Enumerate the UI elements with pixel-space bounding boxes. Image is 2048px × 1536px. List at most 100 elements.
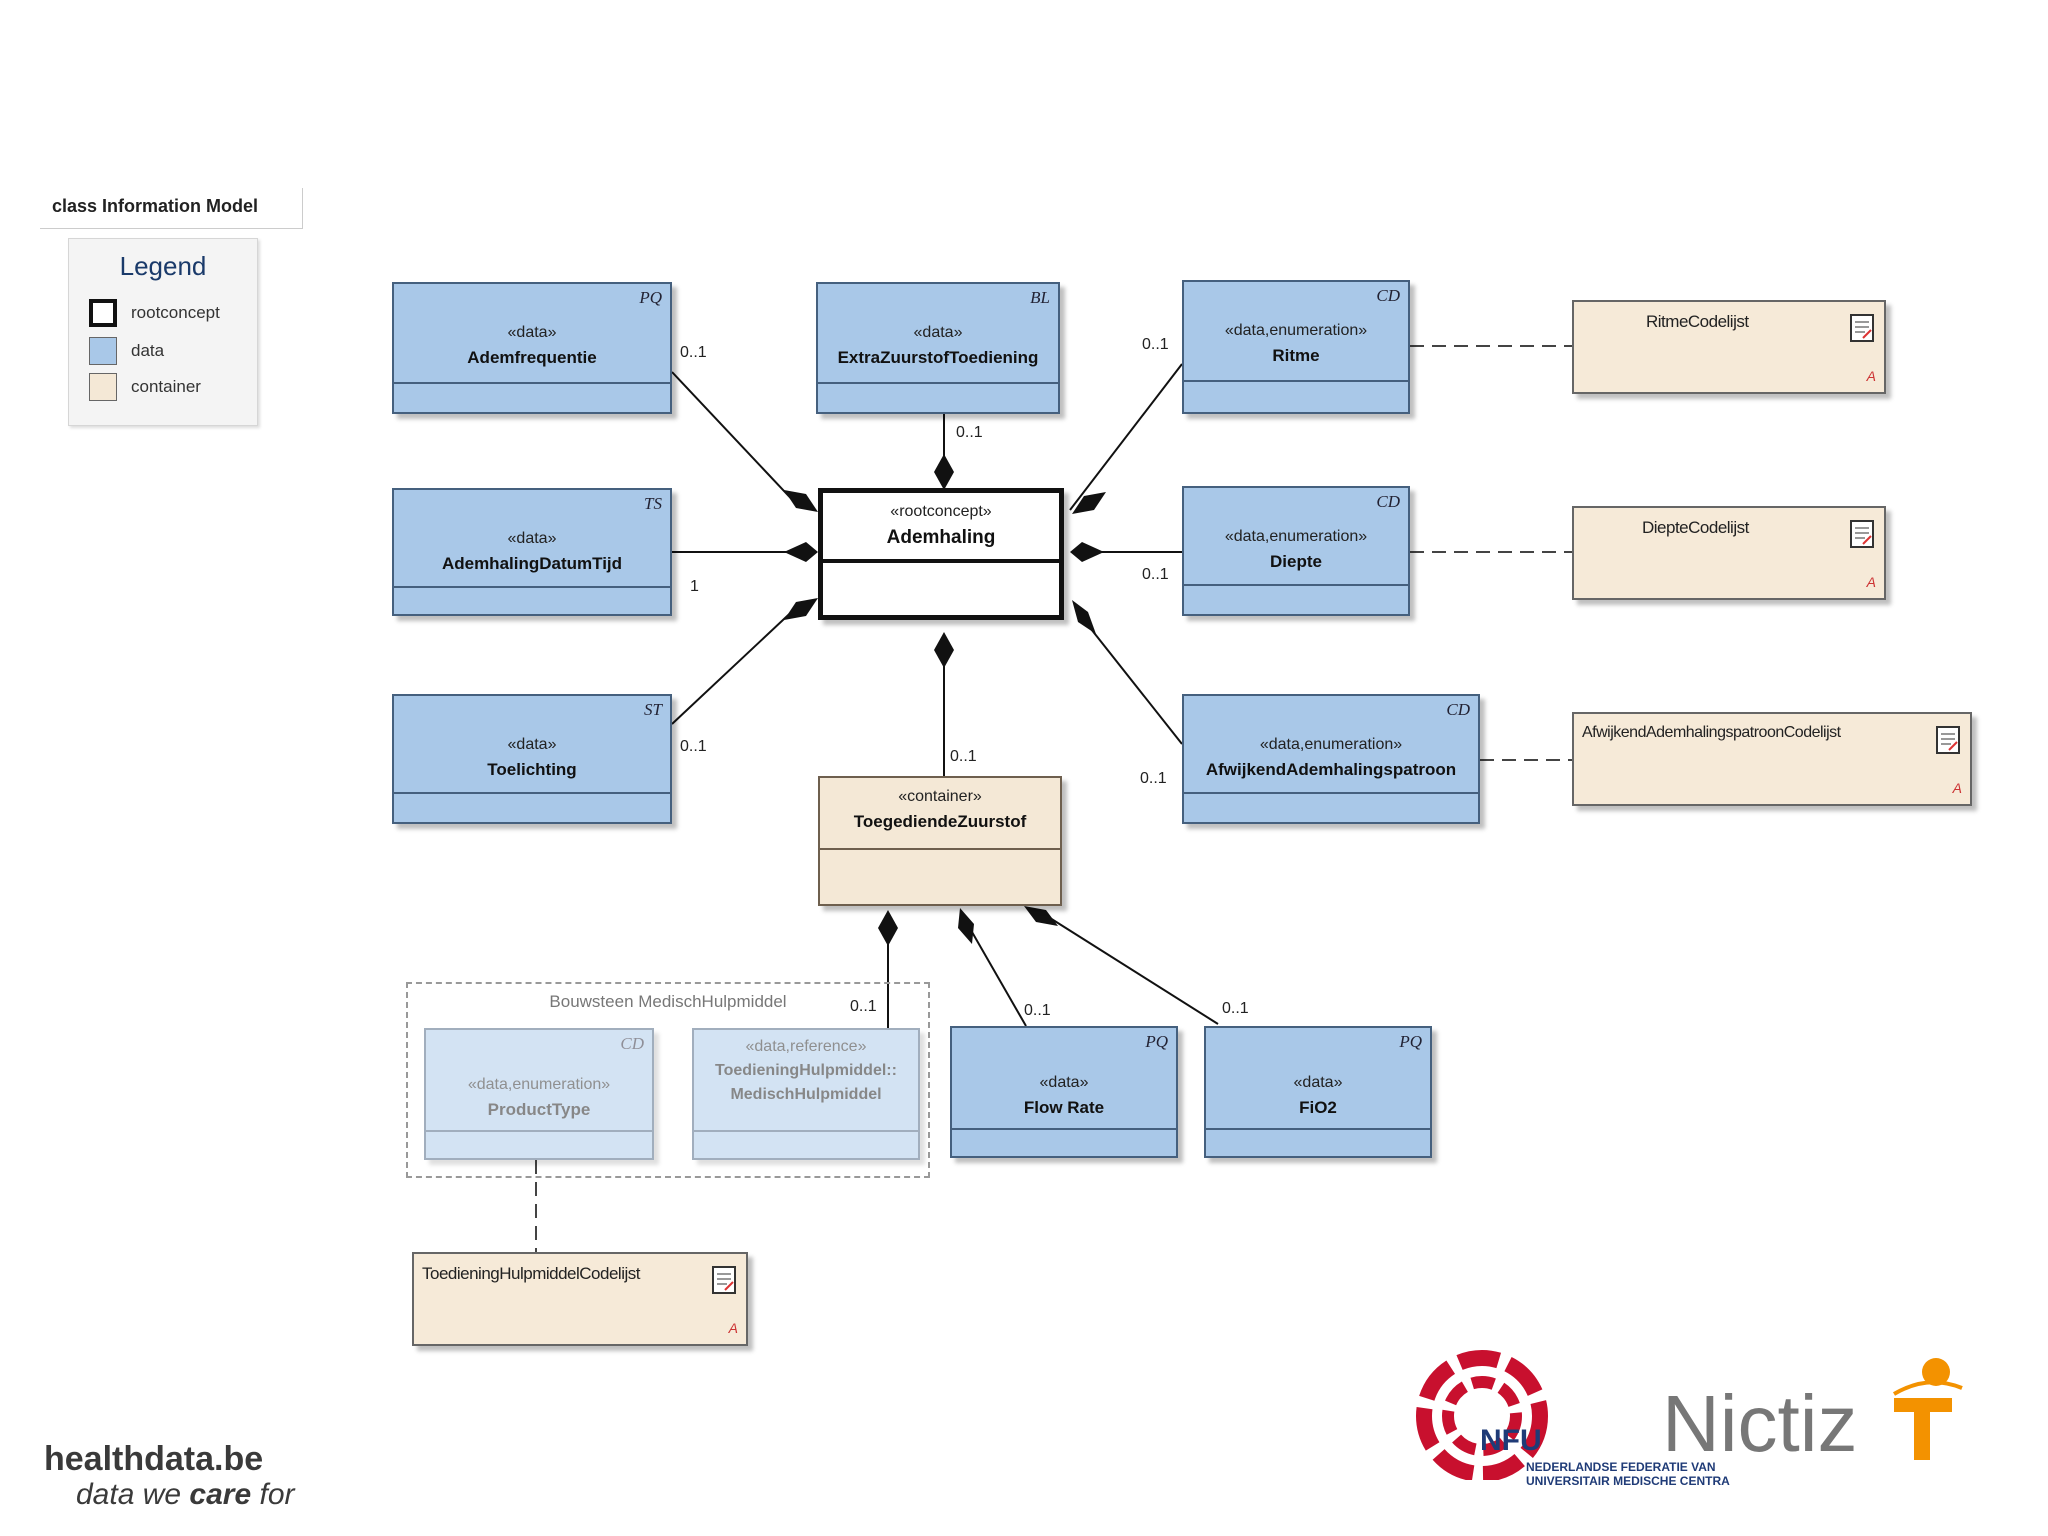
- diamond-toelichting: [784, 598, 818, 620]
- abstract-marker: A: [1866, 574, 1876, 590]
- legend-swatch-container: [89, 373, 117, 401]
- class-name: AdemhalingDatumTijd: [441, 554, 623, 573]
- class-ademhaling-root[interactable]: «rootconcept» Ademhaling: [818, 488, 1064, 620]
- multiplicity-ademfrequentie: 0..1: [680, 344, 707, 361]
- class-name: Ademfrequentie: [467, 348, 597, 367]
- codelist-name: DiepteCodelijst: [1642, 518, 1749, 537]
- class-name: ToegediendeZuurstof: [853, 812, 1027, 831]
- diamond-ritme: [1072, 492, 1106, 514]
- legend-label: data: [131, 341, 165, 360]
- nictiz-logo-text: Nictiz: [1662, 1379, 1858, 1468]
- package-bouwsteen-medischhulpmiddel: Bouwsteen MedischHulpmiddel: [406, 982, 930, 1178]
- codelist-name: AfwijkendAdemhalingspatroonCodelijst: [1582, 724, 1841, 741]
- multiplicity-afwijkend: 0..1: [1140, 770, 1167, 787]
- class-name: AfwijkendAdemhalingspatroon: [1205, 760, 1457, 779]
- document-icon: [712, 1266, 736, 1294]
- class-ritme[interactable]: CD «data,enumeration» Ritme: [1182, 280, 1410, 414]
- stereotype-label: «data»: [507, 736, 557, 753]
- legend-label: container: [131, 377, 201, 396]
- codelist-ritme[interactable]: RitmeCodelijst A: [1572, 300, 1886, 394]
- abstract-marker: A: [1866, 368, 1876, 384]
- type-label: CD: [1376, 492, 1400, 511]
- class-toelichting[interactable]: ST «data» Toelichting: [392, 694, 672, 824]
- multiplicity-datumtijd: 1: [690, 578, 699, 595]
- multiplicity-extra: 0..1: [956, 424, 983, 441]
- class-fio2[interactable]: PQ «data» FiO2: [1204, 1026, 1432, 1158]
- diamond-diepte: [1070, 542, 1104, 562]
- class-name: FiO2: [1299, 1098, 1337, 1117]
- class-toegediendezuurstof[interactable]: «container» ToegediendeZuurstof: [818, 776, 1062, 906]
- class-ademfrequentie[interactable]: PQ «data» Ademfrequentie: [392, 282, 672, 414]
- legend-item-container: container: [89, 371, 201, 403]
- document-icon: [1936, 726, 1960, 754]
- class-ademhalingdatumtijd[interactable]: TS «data» AdemhalingDatumTijd: [392, 488, 672, 616]
- diamond-afwijkend: [1072, 600, 1096, 634]
- class-afwijkendademhalingspatroon[interactable]: CD «data,enumeration» AfwijkendAdemhalin…: [1182, 694, 1480, 824]
- stereotype-label: «data,reference»: [745, 1038, 867, 1055]
- stereotype-label: «rootconcept»: [890, 503, 992, 520]
- class-name: Flow Rate: [1023, 1098, 1105, 1117]
- legend-label: rootconcept: [131, 303, 220, 322]
- multiplicity-diepte: 0..1: [1142, 566, 1169, 583]
- type-label: ST: [644, 700, 662, 719]
- class-name: Toelichting: [487, 760, 577, 779]
- stereotype-label: «data»: [507, 324, 557, 341]
- stereotype-label: «data,enumeration»: [467, 1076, 611, 1093]
- multiplicity-toelichting: 0..1: [680, 738, 707, 755]
- assoc-flowrate: [971, 931, 1027, 1027]
- assoc-toelichting: [671, 603, 801, 725]
- abstract-marker: A: [728, 1320, 738, 1336]
- multiplicity-ritme: 0..1: [1142, 336, 1169, 353]
- document-icon: [1850, 520, 1874, 548]
- class-flowrate[interactable]: PQ «data» Flow Rate: [950, 1026, 1178, 1158]
- type-label: BL: [1030, 288, 1050, 307]
- healthdata-logo-text: healthdata.be: [44, 1440, 264, 1478]
- class-extrazuurstoftoediening[interactable]: BL «data» ExtraZuurstofToediening: [816, 282, 1060, 414]
- abstract-marker: A: [1952, 780, 1962, 796]
- class-name: Ademhaling: [886, 527, 996, 548]
- diamond-fio2: [1024, 906, 1058, 926]
- class-name: ToedieningHulpmiddel::: [715, 1062, 897, 1079]
- diamond-flowrate: [958, 908, 974, 944]
- stereotype-label: «data»: [1293, 1074, 1343, 1091]
- type-label: PQ: [1399, 1032, 1422, 1051]
- type-label: TS: [644, 494, 662, 513]
- class-name: Diepte: [1270, 552, 1322, 571]
- class-toedieninghulpmiddel[interactable]: «data,reference» ToedieningHulpmiddel:: …: [692, 1028, 920, 1160]
- diamond-container: [934, 632, 954, 668]
- diamond-extra: [934, 454, 954, 490]
- assoc-ademfrequentie: [671, 371, 801, 509]
- type-label: CD: [1376, 286, 1400, 305]
- codelist-afwijkendademhalingspatroon[interactable]: AfwijkendAdemhalingspatroonCodelijst A: [1572, 712, 1972, 806]
- type-label: PQ: [639, 288, 662, 307]
- class-name: ExtraZuurstofToediening: [837, 348, 1039, 367]
- class-name-line2: MedischHulpmiddel: [730, 1086, 882, 1103]
- stereotype-label: «data»: [913, 324, 963, 341]
- document-icon: [1850, 314, 1874, 342]
- multiplicity-fio2: 0..1: [1222, 1000, 1249, 1017]
- frame-title: class Information Model: [52, 196, 259, 216]
- class-producttype[interactable]: CD «data,enumeration» ProductType: [424, 1028, 654, 1160]
- legend-swatch-data: [89, 337, 117, 365]
- healthdata-slogan: data we care for: [76, 1478, 295, 1511]
- class-name: Ritme: [1272, 346, 1320, 365]
- codelist-name: ToedieningHulpmiddelCodelijst: [422, 1264, 640, 1283]
- class-diepte[interactable]: CD «data,enumeration» Diepte: [1182, 486, 1410, 616]
- legend-item-data: data: [89, 335, 164, 367]
- frame-tab: [40, 188, 303, 229]
- codelist-name: RitmeCodelijst: [1646, 312, 1749, 331]
- stereotype-label: «container»: [898, 788, 982, 805]
- codelist-toedieninghulpmiddel[interactable]: ToedieningHulpmiddelCodelijst A: [412, 1252, 748, 1346]
- diamond-hulpmiddel: [878, 910, 898, 946]
- package-label: Bouwsteen MedischHulpmiddel: [549, 992, 787, 1011]
- stereotype-label: «data,enumeration»: [1224, 322, 1368, 339]
- type-label: CD: [1446, 700, 1470, 719]
- type-label: CD: [620, 1034, 644, 1053]
- multiplicity-container: 0..1: [950, 748, 977, 765]
- assoc-fio2: [1049, 917, 1219, 1025]
- codelist-diepte[interactable]: DiepteCodelijst A: [1572, 506, 1886, 600]
- legend-item-rootconcept: rootconcept: [89, 297, 220, 329]
- stereotype-label: «data»: [1039, 1074, 1089, 1091]
